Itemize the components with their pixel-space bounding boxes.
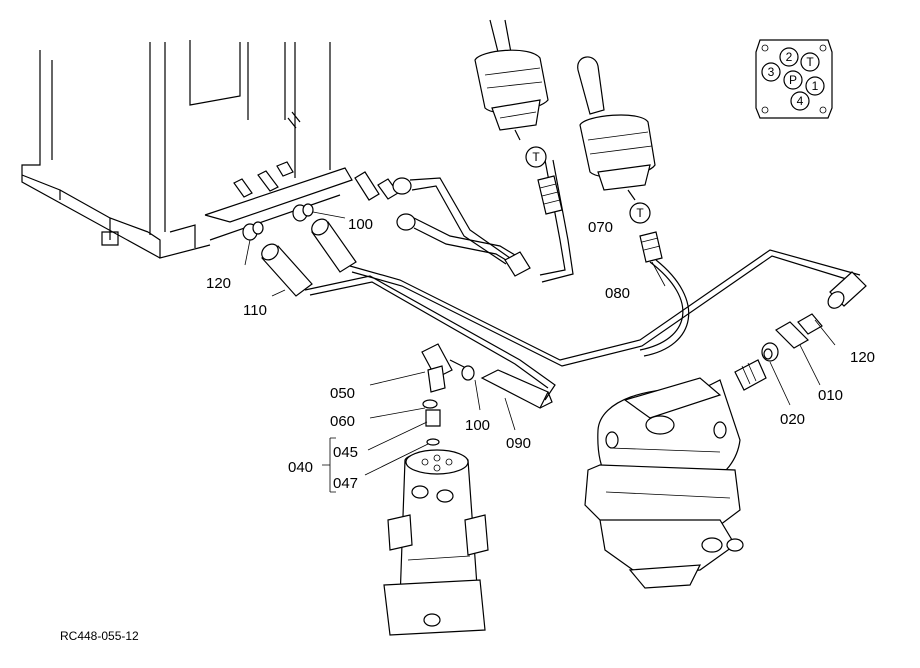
swivel-valve <box>584 377 744 589</box>
left-lever-t-port <box>525 146 547 168</box>
right-lever-t-mark: T <box>636 206 644 220</box>
port-p-label: P <box>789 73 797 87</box>
port-p <box>783 70 803 90</box>
hose-sleeves-110 <box>261 218 357 297</box>
left-control-lever: T <box>474 19 563 215</box>
label-045: 045 <box>333 444 358 461</box>
port-2 <box>779 47 799 67</box>
cab-frame <box>21 40 353 259</box>
label-070: 070 <box>588 219 613 236</box>
label-120-right: 120 <box>850 349 875 366</box>
port-2-label: 2 <box>786 50 793 64</box>
port-diagram: 2 T 3 P 1 4 <box>755 39 833 119</box>
label-090: 090 <box>506 435 531 452</box>
nut-100-upper <box>292 203 346 222</box>
label-040: 040 <box>288 459 313 476</box>
document-code: RC448-055-12 <box>60 629 139 643</box>
left-lever-t-mark: T <box>532 150 540 164</box>
port-3 <box>761 62 781 82</box>
clamp-120-left <box>242 221 264 266</box>
port-3-label: 3 <box>768 65 775 79</box>
port-1 <box>805 76 825 96</box>
lever-fittings <box>354 159 574 283</box>
label-050: 050 <box>330 385 355 402</box>
label-110: 110 <box>243 302 267 319</box>
rotary-joint <box>383 449 489 636</box>
pilot-hoses <box>304 249 867 401</box>
port-t-label: T <box>806 55 814 69</box>
port-4 <box>790 91 810 111</box>
label-120-left: 120 <box>206 275 231 292</box>
port-t <box>800 52 820 72</box>
label-047: 047 <box>333 475 358 492</box>
label-060: 060 <box>330 413 355 430</box>
fittings-010-020 <box>734 313 836 406</box>
frame-bolts <box>233 161 294 198</box>
port-1-label: 1 <box>812 79 819 93</box>
label-080: 080 <box>605 285 630 302</box>
pipe-090-assembly <box>421 343 553 446</box>
port-4-label: 4 <box>797 94 804 108</box>
right-lever-t-port <box>629 202 651 224</box>
label-100-lower: 100 <box>465 417 490 434</box>
label-020: 020 <box>780 411 805 428</box>
leader-lines <box>322 261 666 493</box>
right-control-lever: T <box>577 56 663 263</box>
label-100-upper: 100 <box>348 216 373 233</box>
label-010: 010 <box>818 387 843 404</box>
